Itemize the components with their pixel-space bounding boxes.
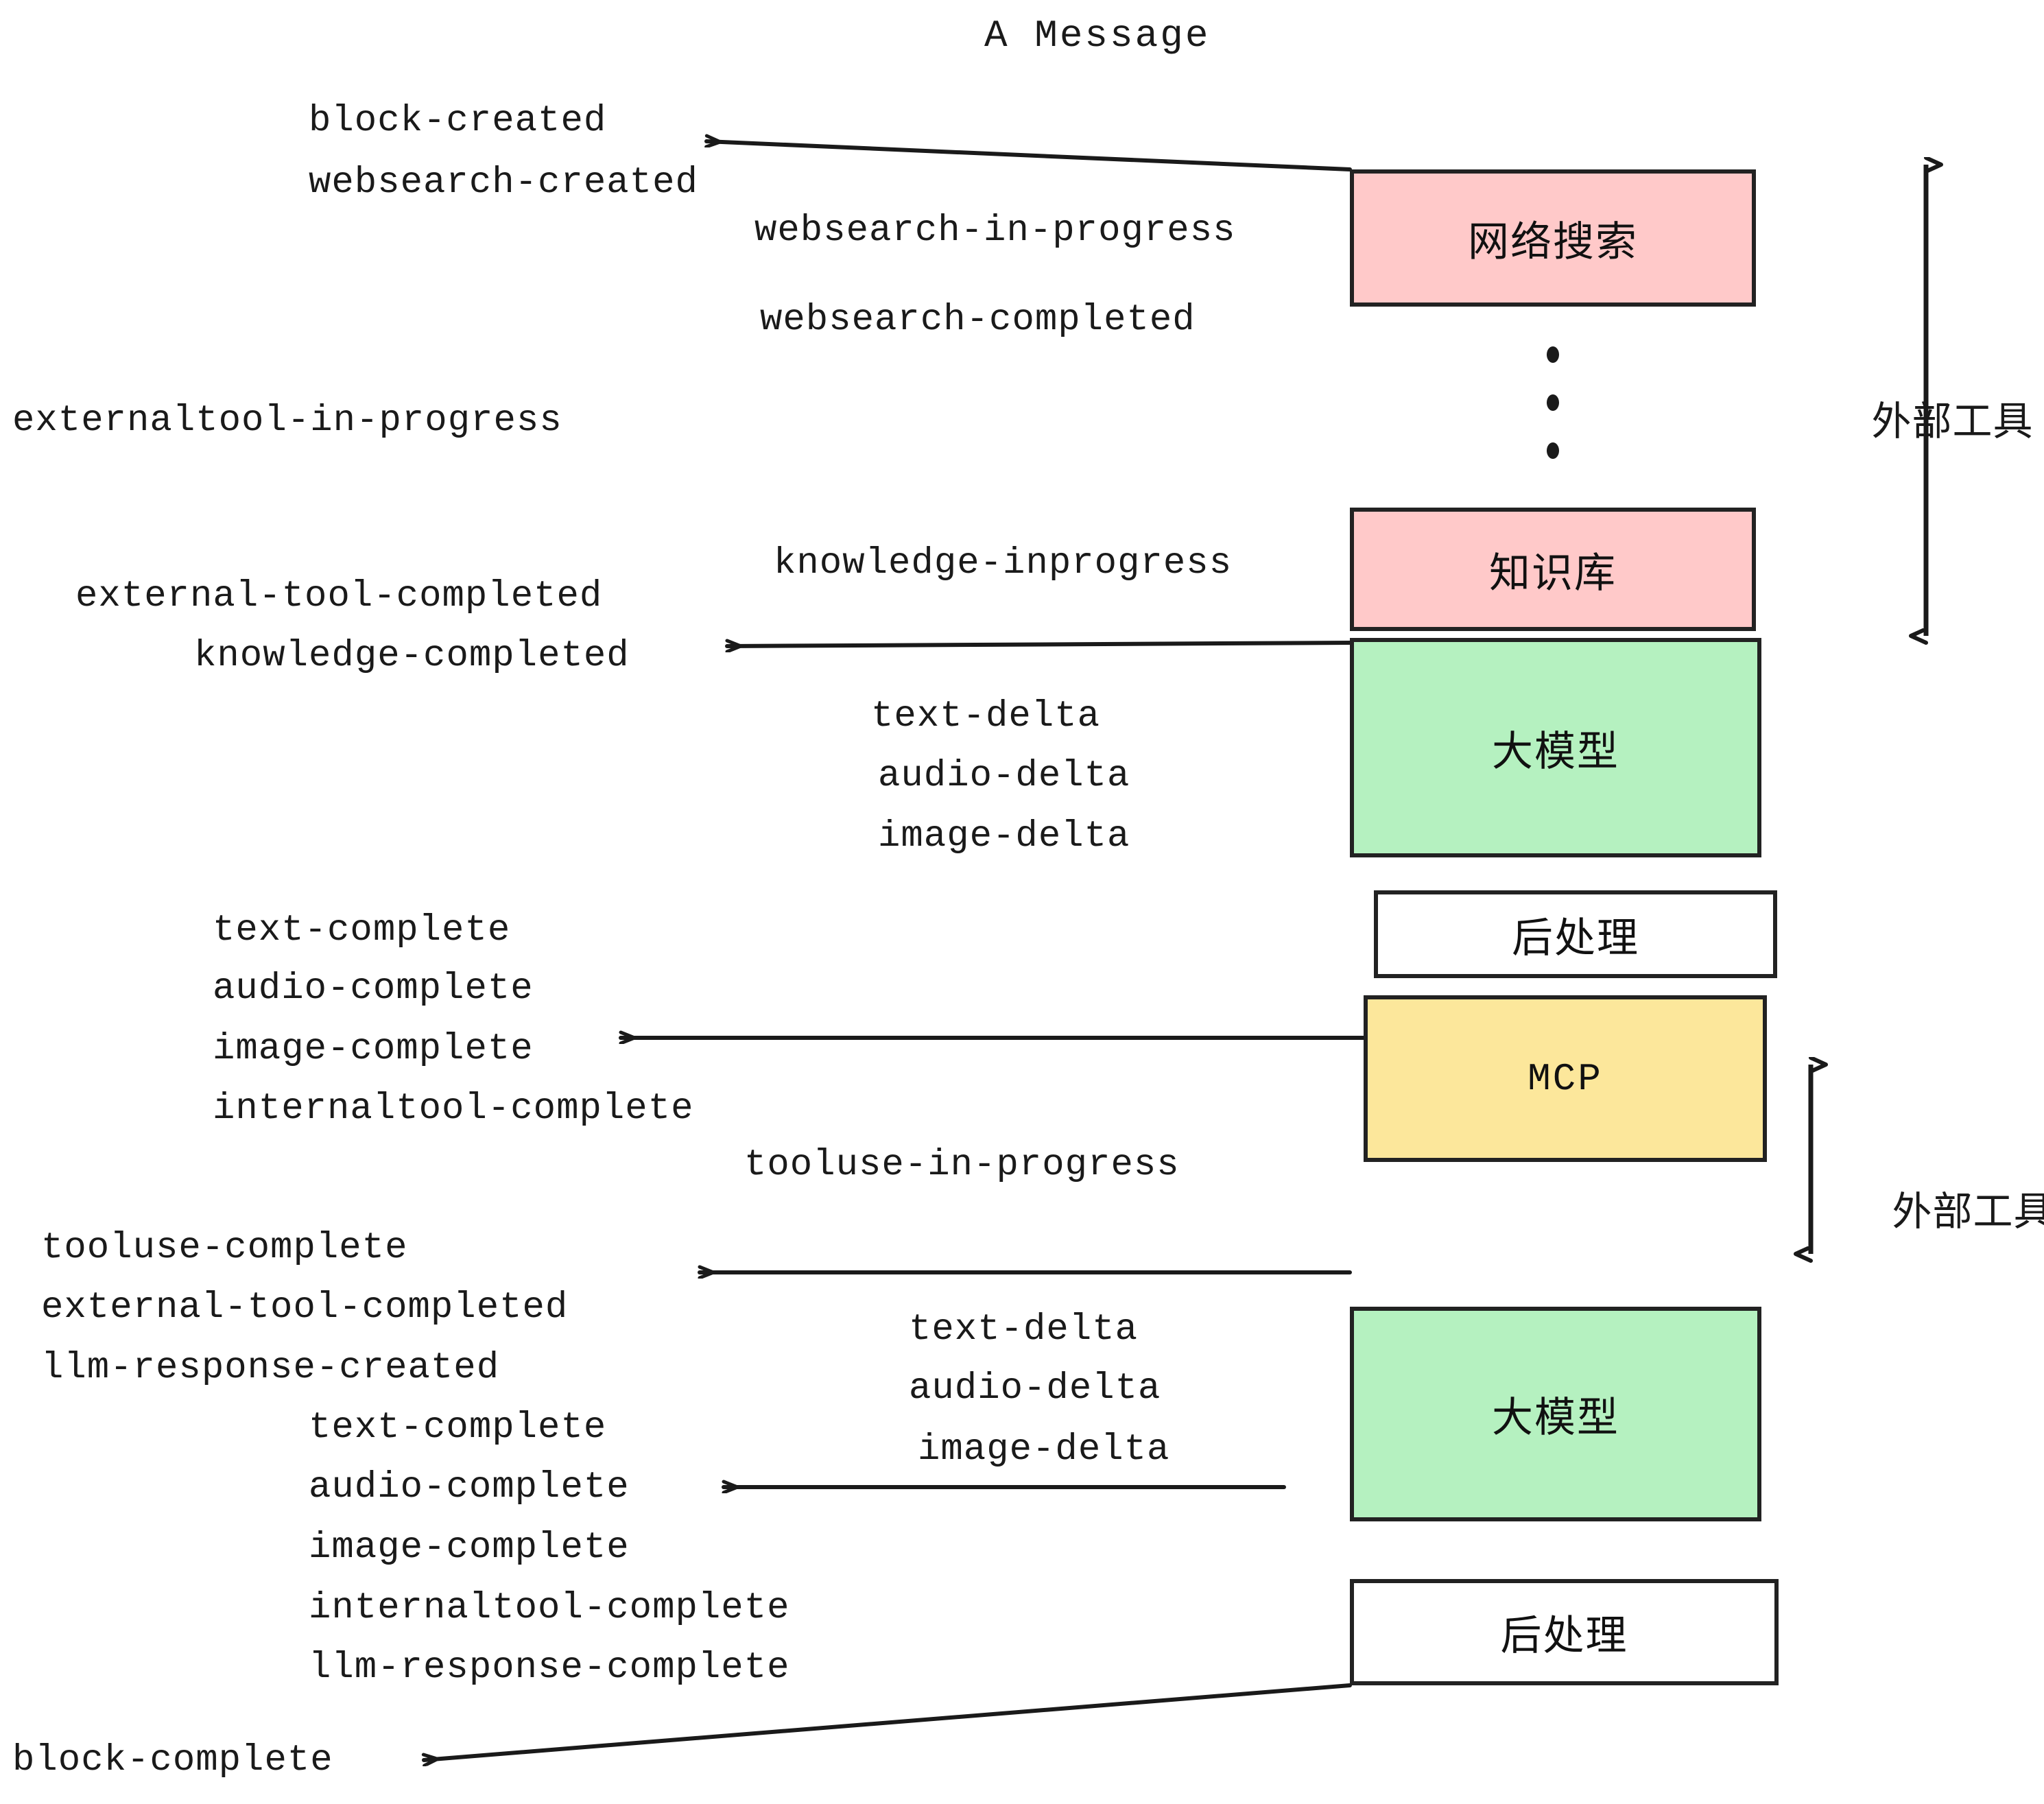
annotation-external-tools-bottom: 外部工具 bbox=[1845, 1133, 2044, 1283]
event-audio-delta-2: audio-delta bbox=[909, 1368, 1161, 1410]
event-block-complete: block-complete bbox=[12, 1740, 333, 1781]
event-audio-delta-1: audio-delta bbox=[878, 755, 1130, 797]
box-mcp-label: MCP bbox=[1528, 1056, 1603, 1101]
box-websearch[interactable]: 网络搜索 bbox=[1350, 169, 1756, 307]
event-websearch-created: websearch-created bbox=[309, 162, 698, 204]
event-internaltool-complete-1: internaltool-complete bbox=[213, 1088, 694, 1130]
event-tooluse-in-progress: tooluse-in-progress bbox=[744, 1144, 1180, 1186]
event-audio-complete-2: audio-complete bbox=[309, 1467, 630, 1508]
event-text-complete-2: text-complete bbox=[309, 1407, 607, 1449]
page-title: A Message bbox=[984, 14, 1211, 58]
box-websearch-label: 网络搜索 bbox=[1468, 218, 1638, 265]
event-llm-response-complete: llm-response-complete bbox=[309, 1647, 790, 1689]
event-text-complete-1: text-complete bbox=[213, 910, 511, 951]
arrow-llm-to-knowledge-completed bbox=[725, 643, 1352, 646]
event-knowledge-completed: knowledge-completed bbox=[194, 635, 630, 677]
event-block-created: block-created bbox=[309, 100, 607, 142]
box-postprocess-bottom[interactable]: 后处理 bbox=[1350, 1579, 1779, 1685]
box-mcp[interactable]: MCP bbox=[1364, 995, 1767, 1162]
event-tooluse-complete: tooluse-complete bbox=[41, 1227, 408, 1269]
event-externaltool-in-progress: externaltool-in-progress bbox=[12, 400, 562, 442]
event-external-tool-completed-2: external-tool-completed bbox=[41, 1287, 569, 1329]
box-postprocess-top-label: 后处理 bbox=[1512, 914, 1639, 961]
event-websearch-in-progress: websearch-in-progress bbox=[754, 210, 1236, 252]
event-image-delta-2: image-delta bbox=[918, 1429, 1170, 1471]
box-llm-bottom-label: 大模型 bbox=[1492, 1394, 1619, 1440]
event-audio-complete-1: audio-complete bbox=[213, 968, 534, 1010]
event-internaltool-complete-2: internaltool-complete bbox=[309, 1587, 790, 1629]
arrow-postprocess-to-block-complete bbox=[424, 1683, 1352, 1760]
event-text-delta-1: text-delta bbox=[871, 696, 1101, 737]
box-llm-bottom[interactable]: 大模型 bbox=[1350, 1307, 1761, 1521]
annotation-external-tools-top-label: 外部工具 bbox=[1871, 399, 2034, 444]
vertical-ellipsis-icon bbox=[1547, 346, 1559, 490]
event-websearch-completed: websearch-completed bbox=[760, 299, 1196, 341]
box-postprocess-top[interactable]: 后处理 bbox=[1374, 890, 1777, 978]
box-knowledge[interactable]: 知识库 bbox=[1350, 508, 1756, 631]
event-image-delta-1: image-delta bbox=[878, 816, 1130, 857]
box-llm-top[interactable]: 大模型 bbox=[1350, 638, 1761, 857]
box-postprocess-bottom-label: 后处理 bbox=[1500, 1613, 1628, 1659]
annotation-external-tools-bottom-label: 外部工具 bbox=[1892, 1189, 2044, 1234]
box-llm-top-label: 大模型 bbox=[1492, 728, 1619, 774]
annotation-external-tools-top: 外部工具 bbox=[1825, 343, 2033, 492]
event-image-complete-2: image-complete bbox=[309, 1527, 630, 1569]
event-text-delta-2: text-delta bbox=[909, 1309, 1139, 1351]
box-knowledge-label: 知识库 bbox=[1489, 549, 1617, 596]
event-image-complete-1: image-complete bbox=[213, 1028, 534, 1070]
arrow-websearch-to-block-created bbox=[704, 141, 1352, 171]
event-knowledge-inprogress: knowledge-inprogress bbox=[774, 543, 1233, 584]
event-external-tool-completed-1: external-tool-completed bbox=[75, 575, 603, 617]
event-llm-response-created: llm-response-created bbox=[41, 1347, 500, 1389]
